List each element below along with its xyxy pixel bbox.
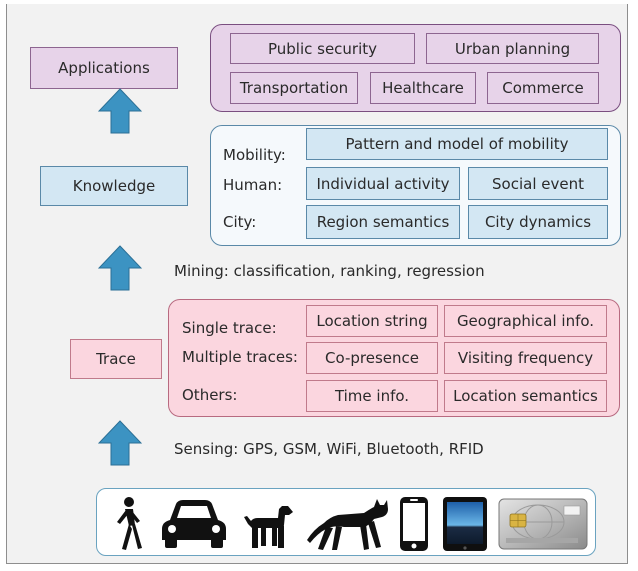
knowledge-social-event: Social event [468, 167, 608, 200]
knowledge-row-label-mobility: Mobility: [223, 146, 286, 164]
applications-layer-label: Applications [30, 47, 178, 89]
knowledge-pattern-and-model-of-mobility: Pattern and model of mobility [306, 128, 608, 160]
car-icon [162, 500, 226, 548]
knowledge-city-dynamics: City dynamics [468, 205, 608, 239]
sensing-caption: Sensing: GPS, GSM, WiFi, Bluetooth, RFID [174, 440, 484, 458]
pedestrian-icon [117, 497, 142, 550]
knowledge-row-label-city: City: [223, 213, 257, 231]
trace-geographical-info: Geographical info. [444, 305, 607, 337]
trace-row-label-single: Single trace: [182, 319, 277, 337]
trace-location-string: Location string [306, 305, 438, 337]
dog-icon [244, 506, 293, 548]
app-healthcare: Healthcare [370, 72, 476, 104]
trace-row-label-multiple: Multiple traces: [182, 348, 298, 366]
trace-time-info: Time info. [306, 380, 438, 412]
knowledge-row-label-human: Human: [223, 176, 283, 194]
trace-row-label-others: Others: [182, 386, 238, 404]
cat-icon [307, 499, 388, 550]
knowledge-region-semantics: Region semantics [306, 205, 460, 239]
app-public-security: Public security [230, 33, 415, 64]
mining-caption: Mining: classification, ranking, regress… [174, 262, 485, 280]
trace-visiting-frequency: Visiting frequency [444, 342, 607, 374]
tablet-icon [443, 497, 487, 551]
knowledge-individual-activity: Individual activity [306, 167, 460, 200]
app-urban-planning: Urban planning [426, 33, 599, 64]
mobile-phone-icon [400, 497, 428, 551]
smart-card-icon [498, 498, 588, 550]
app-commerce: Commerce [487, 72, 599, 104]
up-arrow-icon [98, 420, 142, 466]
up-arrow-icon [98, 245, 142, 291]
trace-co-presence: Co-presence [306, 342, 438, 374]
app-transportation: Transportation [230, 72, 358, 104]
trace-location-semantics: Location semantics [444, 380, 607, 412]
knowledge-layer-label: Knowledge [40, 166, 188, 206]
up-arrow-icon [98, 88, 142, 134]
trace-layer-label: Trace [70, 339, 162, 379]
